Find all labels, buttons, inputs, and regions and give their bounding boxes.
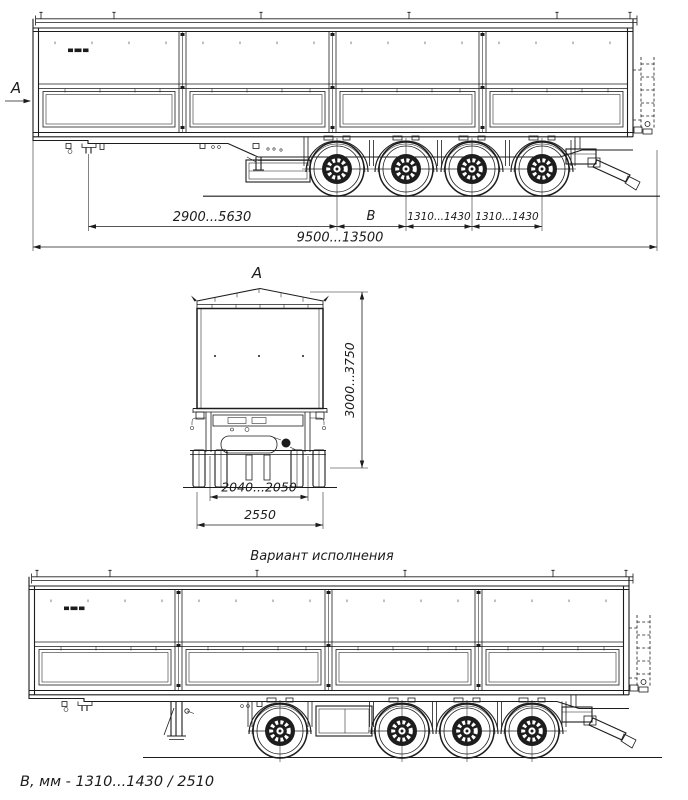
variant-body bbox=[28, 569, 634, 696]
front-view-dimensions: 2040...2050 2550 3000...3750 bbox=[196, 291, 368, 529]
side-view-dimensions: 2900...5630 В 1310...1430 1310...1430 95… bbox=[32, 139, 658, 251]
side-view: A bbox=[5, 11, 660, 251]
dim-overall-width: 2550 bbox=[244, 507, 276, 522]
axle-1-wheel bbox=[304, 136, 370, 202]
landing-gear bbox=[163, 701, 195, 740]
dim-track: 2040...2050 bbox=[221, 480, 297, 495]
section-label: A bbox=[10, 79, 21, 97]
front-view: A bbox=[183, 264, 368, 529]
footnote: В, мм - 1310...1430 / 2510 bbox=[20, 774, 214, 790]
section-arrow: A bbox=[5, 79, 31, 104]
dim-axle1-axle2: В bbox=[367, 209, 376, 224]
axle-2-wheel bbox=[373, 136, 439, 202]
dim-axle3-axle4: 1310...1430 bbox=[475, 211, 539, 223]
variant-axle-4-wheel bbox=[499, 698, 565, 764]
dim-axle2-axle3: 1310...1430 bbox=[407, 211, 471, 223]
front-body-panel bbox=[196, 307, 324, 410]
axle-3-wheel bbox=[439, 136, 505, 202]
dim-overall-length: 9500...13500 bbox=[297, 231, 384, 246]
variant-chassis bbox=[28, 614, 662, 764]
front-chassis bbox=[183, 412, 337, 489]
variant-title: Вариант исполнения bbox=[250, 549, 394, 564]
dim-height: 3000...3750 bbox=[342, 342, 357, 418]
side-chassis bbox=[32, 56, 660, 202]
variant-axle-2-wheel bbox=[369, 698, 435, 764]
variant-axle-3-wheel bbox=[434, 698, 500, 764]
variant-axle-1-wheel bbox=[247, 698, 313, 764]
axle-4-wheel bbox=[509, 136, 575, 202]
variant-view: Вариант исполнения bbox=[28, 549, 662, 764]
toolbox bbox=[315, 705, 373, 737]
dim-kingpin-axle1: 2900...5630 bbox=[173, 210, 252, 225]
view-label: A bbox=[251, 264, 262, 282]
side-view-body bbox=[32, 11, 638, 138]
